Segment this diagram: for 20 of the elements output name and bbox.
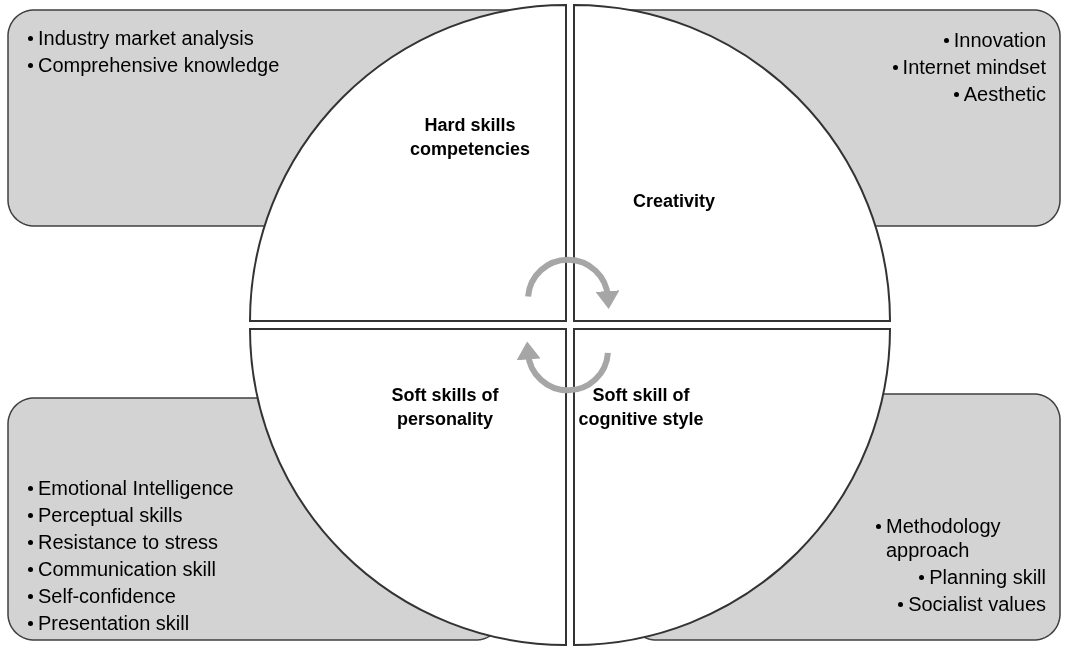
bullet-item: Presentation skill (38, 611, 190, 635)
bullet-item: Perceptual skills (38, 503, 183, 527)
bullet-item: Industry market analysis (38, 26, 254, 50)
bullet-item: Resistance to stress (38, 530, 219, 554)
quadrant-title: Creativity (631, 190, 716, 213)
bullet-item: Emotional Intelligence (38, 476, 234, 500)
curved-arrow (517, 341, 611, 394)
bullet-item: Aesthetic (963, 82, 1046, 106)
bullet-item: Self-confidence (38, 584, 176, 608)
bullet-item: Internet mindset (902, 55, 1046, 79)
bullet-item: Communication skill (38, 557, 216, 581)
quadrant-title: Soft skills of personality (390, 384, 500, 431)
quadrant-title: Hard skills competencies (408, 114, 532, 161)
bullet-item: Methodology approach (886, 514, 1002, 562)
quadrant-title: Soft skill of cognitive style (577, 384, 705, 431)
bullet-item: Comprehensive knowledge (38, 53, 280, 77)
bullet-item: Innovation (953, 28, 1046, 52)
bullet-item: Socialist values (908, 592, 1046, 616)
bullet-item: Planning skill (929, 565, 1046, 589)
curved-arrow (525, 256, 620, 309)
